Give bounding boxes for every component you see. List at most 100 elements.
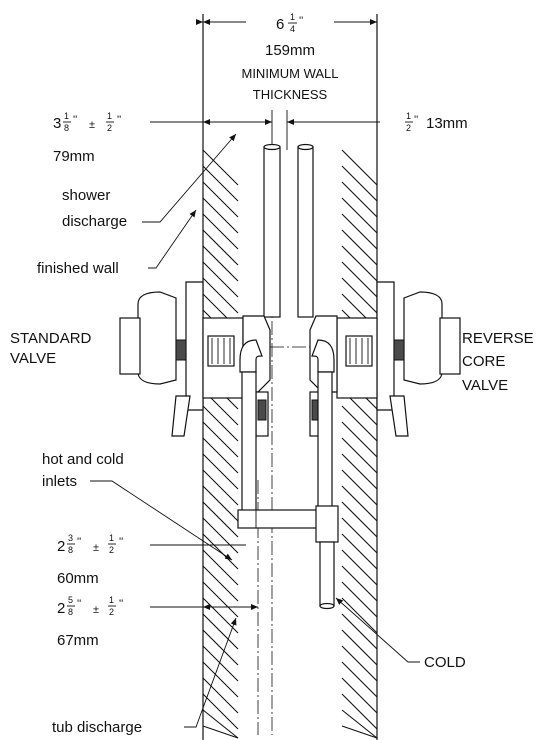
inlet-offset-num: 3 [68,533,73,543]
finished-wall-label: finished wall [37,260,119,277]
shower-discharge-callout: shower discharge [62,133,237,230]
tub-offset-den: 8 [68,607,73,617]
wall-hatch-line [341,725,378,739]
wall-hatch-line [341,693,378,730]
wall-hatch-line [341,677,378,714]
shower-offset-pm: ± [89,119,95,131]
overall-mm: 159mm [265,42,315,59]
tub-offset-whole: 2 [57,600,65,617]
wall-hatch-line [202,149,239,186]
wall-hatch-line [341,501,378,538]
min-wall-line2: THICKNESS [253,87,328,102]
standard-label-line1: STANDARD [10,330,92,347]
hot-cold-line1: hot and cold [42,451,124,468]
wall-hatch-line [341,549,378,586]
wall-hatch-line [202,229,239,266]
wall-hatch-line [202,693,239,730]
tub-offset-tol-den: 2 [109,607,114,617]
shower-offset-tol-inch: '' [117,114,121,126]
tub-offset-inch: '' [77,598,81,610]
inlet-offset-tol-inch: '' [119,536,123,548]
wall-hatch-line [202,405,239,442]
wall-hatch-line [202,165,239,202]
wall-hatch-line [202,501,239,538]
wall-hatch-line [202,613,239,650]
wall-hatch-line [341,709,378,739]
upper-pipes [263,143,314,318]
wall-hatch-line [202,213,239,250]
wall-hatch-line [202,709,239,739]
tub-discharge-callout: tub discharge [52,617,237,736]
standard-valve-label: STANDARD VALVE [10,330,92,367]
inlet-offset-whole: 2 [57,538,65,555]
wall-hatch-line [341,149,378,186]
wall-hatch-line [202,245,239,282]
tub-offset-tol-num: 1 [109,595,114,605]
inlet-offset-dimension: 2 3 8 '' ± 1 2 '' 60mm [57,533,246,587]
wall-hatch-line [341,533,378,570]
wall-hatch-line [202,581,239,618]
wall-hatch-line [341,229,378,266]
wall-hatch-line [341,165,378,202]
inlet-offset-mm: 60mm [57,570,99,587]
shower-offset-tol-den: 2 [107,123,112,133]
wall-hatch-line [202,437,239,474]
overall-dimension: 6 1 4 '' 159mm MINIMUM WALL THICKNESS [196,12,377,102]
wall-hatch-line [341,565,378,602]
wall-hatch-line [202,725,239,739]
shower-offset-mm: 79mm [53,148,95,165]
tub-offset-pm: ± [93,604,99,616]
overall-frac-den: 4 [290,24,295,34]
wall-hatch-line [341,613,378,650]
hot-cold-inlets-callout: hot and cold inlets [42,451,233,561]
inlet-offset-inch: '' [77,536,81,548]
wall-hatch-line [202,421,239,458]
wall-hatch-line [341,277,378,314]
wall-hatch-line [341,517,378,554]
overall-inch-whole: 6 [276,16,284,33]
wall-hatch-line [341,421,378,458]
wall-hatch-line [202,277,239,314]
inlet-pipes [237,339,339,610]
inlet-offset-pm: ± [93,542,99,554]
wall-hatch-line [202,645,239,682]
tub-offset-dimension: 2 5 8 '' ± 1 2 '' 67mm [57,595,258,649]
hot-cold-line2: inlets [42,473,77,490]
inlet-offset-tol-num: 1 [109,533,114,543]
wall-hatch-line [202,629,239,666]
wall-hatch-line [341,437,378,474]
overall-inch-mark: '' [299,15,303,27]
wall-hatch-line [341,181,378,218]
wall-hatch-line [341,629,378,666]
shower-label-line1: shower [62,187,110,204]
cold-callout: COLD [335,597,466,671]
wall-hatch-line [341,261,378,298]
wall-hatch-line [341,245,378,282]
reverse-core-valve [309,281,461,437]
wall-hatch-line [341,213,378,250]
inlet-offset-tol-den: 2 [109,545,114,555]
wall-hatch-line [341,661,378,698]
standard-label-line2: VALVE [10,350,56,367]
pipe-gap-mm: 13mm [426,115,468,132]
tub-discharge-label: tub discharge [52,719,142,736]
shower-offset-whole: 3 [53,115,61,132]
shower-offset-den: 8 [64,123,69,133]
wall-hatch-line [202,661,239,698]
reverse-label-line1: REVERSE [462,330,534,347]
wall-hatch-line [341,485,378,522]
wall-hatch-line [341,581,378,618]
wall-hatch-line [341,453,378,490]
wall-hatch-line [202,533,239,570]
inlet-offset-den: 8 [68,545,73,555]
wall-hatch-line [202,469,239,506]
wall-hatch-line [202,565,239,602]
shower-offset-num: 1 [64,111,69,121]
shower-label-line2: discharge [62,213,127,230]
cold-label: COLD [424,654,466,671]
wall-hatch-line [341,469,378,506]
wall-hatch-line [341,197,378,234]
tub-offset-mm: 67mm [57,632,99,649]
wall-hatch-line [202,549,239,586]
